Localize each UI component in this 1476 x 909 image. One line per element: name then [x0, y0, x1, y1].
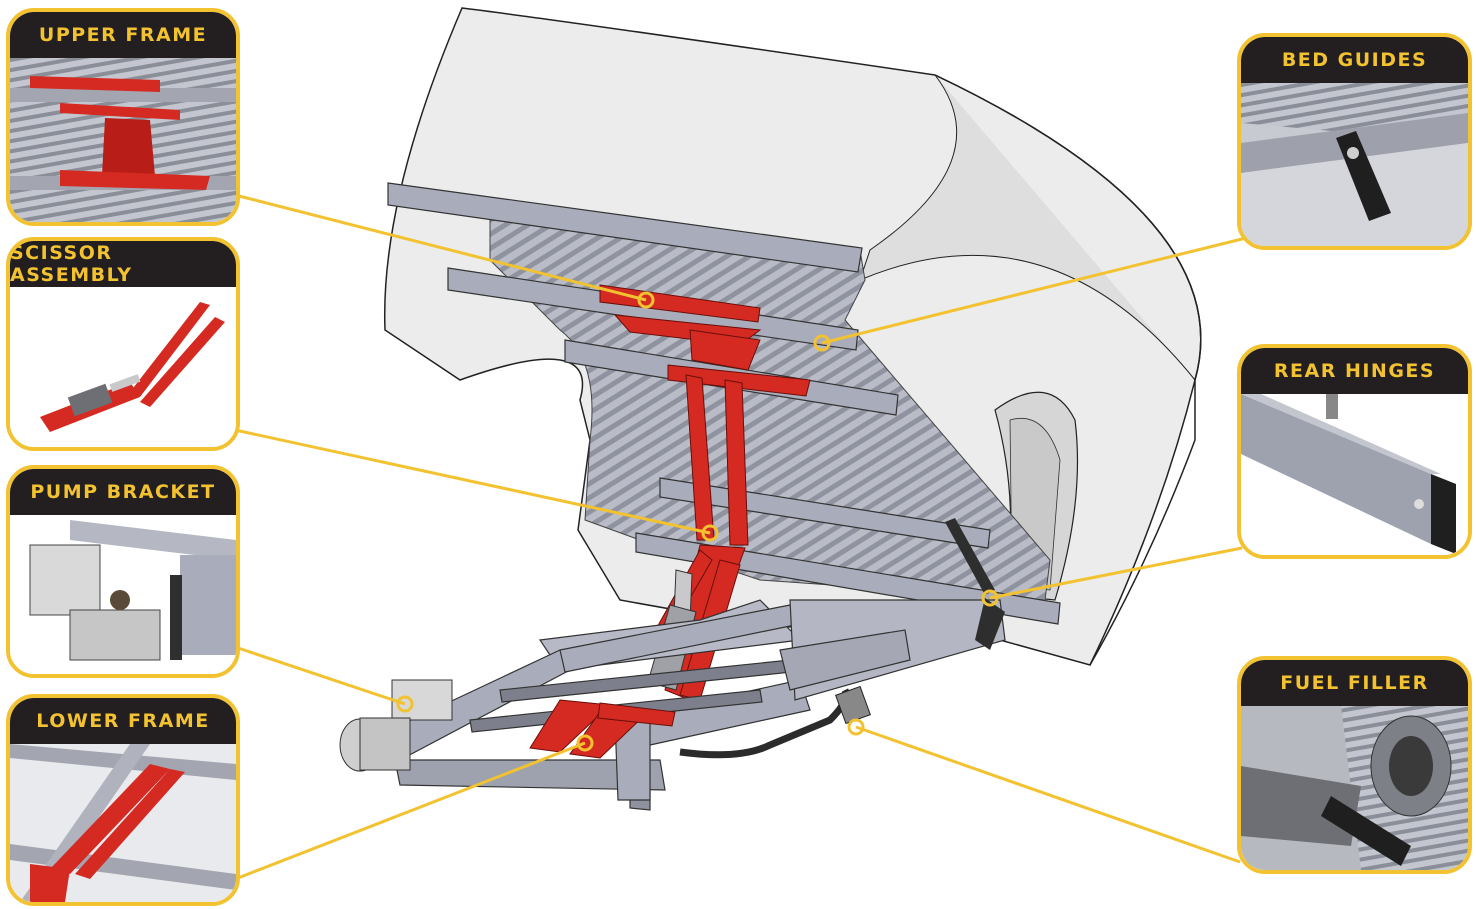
lower-red-rails — [529, 699, 676, 759]
callout-title: PUMP BRACKET — [10, 469, 236, 515]
callout-bed-guides: BED GUIDES — [1237, 33, 1472, 250]
fuel-filler-neck — [835, 685, 871, 725]
bed-guides-detail-image — [1241, 83, 1468, 246]
rear-hinges-detail-image — [1241, 394, 1468, 555]
lower-steel-frame — [389, 599, 1006, 811]
callout-title: UPPER FRAME — [10, 12, 236, 58]
pump-unit — [339, 679, 453, 772]
bed-roof-edge — [934, 74, 1202, 666]
pump-bracket-detail-image — [10, 515, 236, 674]
callout-scissor-assembly: SCISSOR ASSEMBLY — [6, 237, 240, 451]
callout-upper-frame: UPPER FRAME — [6, 8, 240, 226]
callout-fuel-filler: FUEL FILLER — [1237, 656, 1472, 874]
callout-title: LOWER FRAME — [10, 698, 236, 744]
callout-pump-bracket: PUMP BRACKET — [6, 465, 240, 678]
callout-lower-frame: LOWER FRAME — [6, 694, 240, 906]
callout-title: REAR HINGES — [1241, 348, 1468, 394]
callout-title: SCISSOR ASSEMBLY — [10, 241, 236, 287]
leader-lines — [234, 193, 1251, 880]
upper-frame-detail-image — [10, 58, 236, 222]
bed-curved-panel — [859, 74, 1196, 381]
fuel-filler-detail-image — [1241, 706, 1468, 870]
callout-title: FUEL FILLER — [1241, 660, 1468, 706]
lower-frame-detail-image — [10, 744, 236, 902]
callout-title: BED GUIDES — [1241, 37, 1468, 83]
rear-hinge-strut — [945, 518, 1005, 650]
leader-anchors — [396, 291, 999, 752]
callout-rear-hinges: REAR HINGES — [1237, 344, 1472, 559]
scissor-assembly-detail-image — [10, 287, 236, 447]
